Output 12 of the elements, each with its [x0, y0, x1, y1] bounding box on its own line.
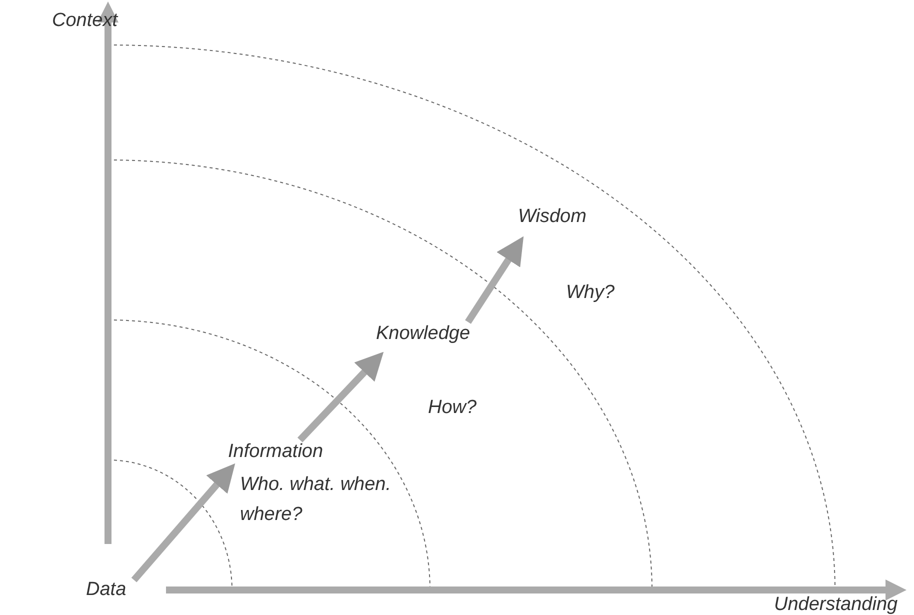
arrow: [465, 236, 524, 324]
stage-label: Knowledge: [376, 322, 470, 346]
axis-label: Context: [52, 10, 118, 32]
arrow: [131, 463, 236, 582]
stage-label: Data: [86, 578, 134, 602]
stage-question: Why?: [566, 281, 615, 305]
stage-question: How?: [428, 396, 477, 420]
stage-label: Information: [228, 440, 324, 464]
stage-label: Wisdom: [518, 205, 586, 229]
stage-question: Who. what. when. where?: [240, 473, 392, 527]
axis-label: Understanding: [774, 594, 898, 615]
arrow: [297, 352, 384, 442]
